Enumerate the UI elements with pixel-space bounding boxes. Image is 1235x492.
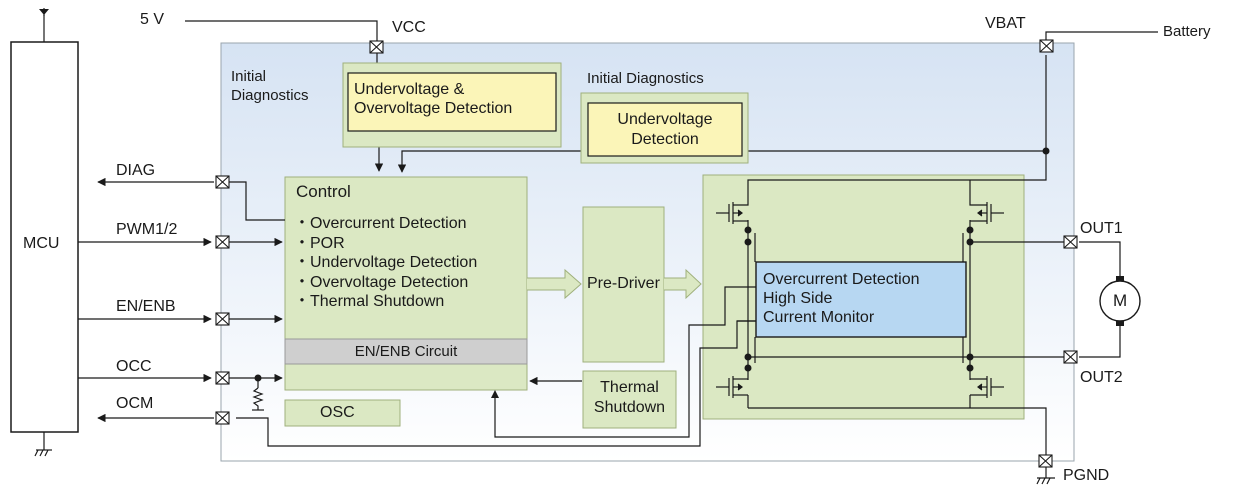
oc-detection-label: Overcurrent Detection High Side Current … xyxy=(763,271,920,326)
supply-5v-label: 5 V xyxy=(140,11,165,28)
thermal-shutdown-block xyxy=(582,370,677,429)
thermal-shutdown-label: Thermal Shutdown xyxy=(593,379,666,416)
initial-diag-right-label: Initial Diagnostics xyxy=(587,70,704,87)
en-pad-icon xyxy=(215,312,230,326)
diag-pad-icon xyxy=(215,175,230,189)
pgnd-pad-icon xyxy=(1038,454,1053,468)
control-item: ・POR xyxy=(294,234,345,252)
control-item: ・Undervoltage Detection xyxy=(294,254,478,271)
en-label: EN/ENB xyxy=(116,298,176,315)
vcc-label: VCC xyxy=(392,19,426,36)
high-side-left-mosfet-icon xyxy=(716,190,749,224)
out1-pad-icon xyxy=(1063,235,1078,249)
ocm-pad-icon xyxy=(215,411,230,425)
predriver-to-bridge-arrow xyxy=(664,268,702,300)
occ-pad-icon xyxy=(215,371,230,385)
control-item: ・Thermal Shutdown xyxy=(294,293,445,310)
pwm-label: PWM1/2 xyxy=(116,221,178,238)
control-item: ・Overcurrent Detection xyxy=(294,215,467,232)
battery-label: Battery xyxy=(1163,23,1211,40)
en-circuit-bar xyxy=(284,338,528,365)
uv-ov-detection-label: Undervoltage & Overvoltage Detection xyxy=(354,81,513,117)
diag-label: DIAG xyxy=(116,162,156,179)
control-item: ・Overvoltage Detection xyxy=(294,273,469,291)
uv-detection-label: Undervoltage Detection xyxy=(617,111,713,148)
control-to-predriver-arrow xyxy=(527,268,582,300)
vcc-pad-icon xyxy=(369,40,384,54)
mcu-label: MCU xyxy=(23,235,60,252)
out2-pad-icon xyxy=(1063,350,1078,364)
oc-detection-block xyxy=(755,261,967,338)
pgnd-label: PGND xyxy=(1063,467,1110,484)
motor-icon xyxy=(1099,280,1141,322)
osc-block xyxy=(284,399,401,427)
osc-label: OSC xyxy=(320,404,355,421)
high-side-right-mosfet-icon xyxy=(969,190,1004,224)
out2-label: OUT2 xyxy=(1080,369,1123,386)
control-items: ・Overcurrent Detection ・POR ・Undervoltag… xyxy=(294,214,477,312)
low-side-left-mosfet-icon xyxy=(716,376,748,398)
low-side-right-mosfet-icon xyxy=(970,376,1004,398)
mcu-supply-icon xyxy=(39,9,49,15)
pre-driver-label: Pre-Driver xyxy=(587,275,660,292)
uv-detection-block xyxy=(580,92,749,164)
pwm-pad-icon xyxy=(215,235,230,249)
occ-label: OCC xyxy=(116,358,152,375)
initial-diag-left-label: Initial Diagnostics xyxy=(231,68,309,104)
uv-ov-detection-block xyxy=(342,62,562,148)
en-circuit-label: EN/ENB Circuit xyxy=(354,343,458,360)
vbat-label: VBAT xyxy=(985,15,1026,32)
mcu-block xyxy=(10,41,79,433)
control-title: Control xyxy=(296,182,351,201)
ocm-label: OCM xyxy=(116,395,154,412)
out1-label: OUT1 xyxy=(1080,220,1123,237)
motor-label: M xyxy=(1113,291,1128,310)
pre-driver-block xyxy=(582,206,665,363)
mcu-ground-icon xyxy=(34,449,52,457)
terminal-pads xyxy=(215,39,1078,468)
pgnd-ground-icon xyxy=(1036,477,1055,485)
vbat-pad-icon xyxy=(1039,39,1054,53)
